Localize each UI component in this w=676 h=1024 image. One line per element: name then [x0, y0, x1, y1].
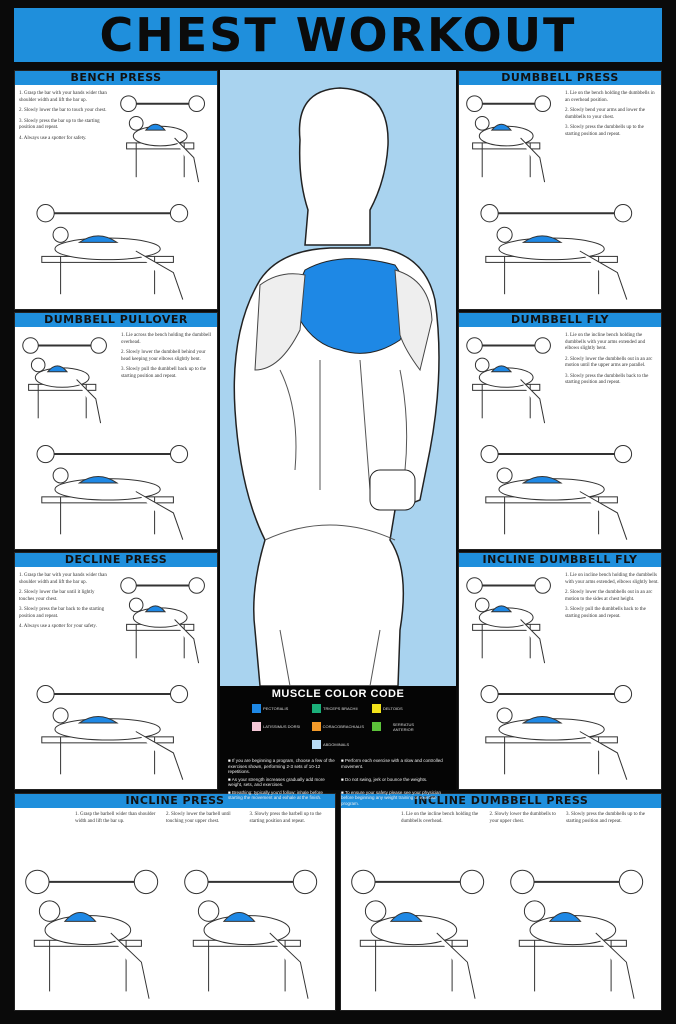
legend-swatches: PECTORALIS TRICEPS BRACHII DELTOIDS LATISSI… — [220, 700, 456, 754]
exercise-step: 1. Lie across the bench holding the dumb… — [121, 333, 211, 345]
legend-item: SERRATUS ANTERIOR — [372, 722, 424, 732]
exercise-panel-decline-press: DECLINE PRESS 1. Grasp the bar with your … — [14, 552, 218, 790]
exercise-illustration — [345, 860, 498, 1010]
exercise-step: 3. Slowly pull the dumbbells back to the… — [565, 607, 646, 619]
exercise-panel-incline-dumbbell-fly: INCLINE DUMBBELL FLY 1. Lie on incline be… — [458, 552, 662, 790]
color-swatch — [312, 704, 321, 713]
exercise-steps: 1. Grasp the barbell wider than shoulder… — [75, 812, 331, 829]
exercise-steps: 1. Lie on the incline bench holding the … — [565, 333, 659, 391]
exercise-steps: 1. Lie on incline bench holding the dumb… — [565, 573, 659, 624]
exercise-step: 3. Slowly press the bar back to the star… — [19, 607, 105, 619]
exercise-step: 2. Slowly lower the bar until it lightly… — [19, 590, 95, 602]
chest-anatomy-illustration — [233, 87, 440, 687]
color-swatch — [312, 740, 321, 749]
exercise-step: 1. Lie on the bench holding the dumbbell… — [565, 91, 655, 103]
exercise-step: 1. Grasp the barbell wider than shoulder… — [75, 812, 156, 824]
training-tip: If you are beginning a program, choose a… — [228, 758, 335, 775]
training-tip: As your strength increases gradually add… — [228, 777, 335, 788]
exercise-title: BENCH PRESS — [15, 71, 217, 85]
exercise-illustration — [463, 571, 559, 673]
legend-label: DELTOIDS — [383, 706, 403, 711]
exercise-illustration — [467, 197, 655, 309]
exercise-illustration — [117, 89, 213, 192]
exercise-illustration — [23, 438, 211, 549]
legend-title: MUSCLE COLOR CODE — [271, 688, 405, 700]
exercise-illustration — [23, 678, 211, 789]
color-swatch — [252, 704, 261, 713]
legend-item: TRICEPS BRACHII — [312, 704, 364, 713]
exercise-title: DUMBBELL FLY — [459, 313, 661, 327]
exercise-step: 3. Slowly pull the dumbbell back up to t… — [121, 367, 207, 379]
legend-label: TRICEPS BRACHII — [323, 706, 358, 711]
exercise-steps: 1. Grasp the bar with your hands wider t… — [19, 573, 111, 635]
exercise-illustration — [504, 860, 657, 1010]
exercise-step: 2. Slowly lower the bar to touch your ch… — [19, 108, 107, 113]
color-swatch — [372, 722, 381, 731]
anatomy-figure-panel — [220, 70, 456, 687]
exercise-step: 2. Slowly lower the dumbbells out in an … — [565, 590, 653, 602]
exercise-step: 2. Slowly lower the barbell until touchi… — [165, 812, 231, 824]
exercise-step: 3. Slowly press the dumbbells up to the … — [565, 125, 644, 137]
exercise-illustration — [178, 860, 331, 1010]
training-tip: Breathing: typically you'd follow: inhal… — [228, 790, 335, 807]
exercise-step: 4. Always use a spotter for your safety. — [19, 624, 97, 629]
exercise-step: 1. Lie on the incline bench holding the … — [401, 812, 479, 824]
exercise-step: 1. Grasp the bar with your hands wider t… — [19, 91, 107, 103]
exercise-illustration — [19, 860, 172, 1010]
exercise-illustration — [23, 197, 211, 309]
training-tip: To ensure your safety please see your ph… — [341, 790, 448, 807]
exercise-illustration — [463, 331, 559, 433]
exercise-step: 2. Slowly lower the dumbbells to your up… — [489, 812, 556, 824]
exercise-illustration — [467, 678, 655, 789]
exercise-step: 2. Slowly bend your arms and lower the d… — [565, 108, 645, 120]
training-tip: Do not swing, jerk or bounce the weights… — [341, 777, 448, 788]
exercise-panel-bench-press: BENCH PRESS 1. Grasp the bar with your ha… — [14, 70, 218, 310]
exercise-step: 3. Slowly press the barbell up to the st… — [249, 812, 322, 824]
legend-item: DELTOIDS — [372, 704, 424, 713]
exercise-title: INCLINE DUMBBELL FLY — [459, 553, 661, 567]
exercise-panel-dumbbell-fly: DUMBBELL FLY 1. Lie on the incline bench … — [458, 312, 662, 550]
exercise-steps: 1. Lie across the bench holding the dumb… — [121, 333, 215, 384]
legend-item: PECTORALIS — [252, 704, 304, 713]
color-swatch — [252, 722, 261, 731]
exercise-panel-dumbbell-pullover: DUMBBELL PULLOVER 1. Lie across the bench… — [14, 312, 218, 550]
legend-label: ABDOMINALS — [323, 742, 350, 747]
exercise-step: 1. Grasp the bar with your hands wider t… — [19, 573, 107, 585]
exercise-illustration — [19, 331, 115, 433]
muscle-color-legend: MUSCLE COLOR CODE PECTORALIS TRICEPS BRAC… — [220, 686, 456, 806]
exercise-step: 3. Slowly press the dumbbells back to th… — [565, 373, 649, 386]
legend-item: LATISSIMUS DORSI — [252, 722, 304, 731]
exercise-illustration — [467, 438, 655, 549]
exercise-step: 3. Slowly press the bar up to the starti… — [19, 118, 100, 131]
exercise-step: 1. Lie on the incline bench holding the … — [565, 333, 646, 351]
exercise-steps: 1. Grasp the bar with your hands wider t… — [19, 91, 111, 146]
training-tips: If you are beginning a program, choose a… — [220, 754, 456, 810]
exercise-title: DUMBBELL PRESS — [459, 71, 661, 85]
exercise-illustration — [117, 571, 213, 673]
exercise-step: 4. Always use a spotter for safety. — [19, 135, 87, 141]
poster-title: CHEST WORKOUT — [14, 8, 662, 62]
color-swatch — [372, 704, 381, 713]
legend-label: LATISSIMUS DORSI — [263, 724, 301, 729]
exercise-step: 1. Lie on incline bench holding the dumb… — [565, 573, 659, 585]
legend-label: PECTORALIS — [263, 706, 289, 711]
exercise-step: 3. Slowly press the dumbbells up to the … — [566, 812, 645, 824]
exercise-illustration — [463, 89, 559, 192]
exercise-title: DECLINE PRESS — [15, 553, 217, 567]
exercise-title: DUMBBELL PULLOVER — [15, 313, 217, 327]
training-tip: Perform each exercise with a slow and co… — [341, 758, 448, 775]
legend-item: CORACOBRACHIALIS — [312, 722, 364, 731]
exercise-step: 2. Slowly lower the dumbbells out in an … — [565, 356, 653, 369]
legend-label: CORACOBRACHIALIS — [322, 724, 364, 729]
exercise-step: 2. Slowly lower the dumbbell behind your… — [121, 350, 206, 362]
exercise-steps: 1. Lie on the incline bench holding the … — [401, 812, 657, 829]
legend-label: SERRATUS ANTERIOR — [392, 721, 415, 732]
color-swatch — [312, 722, 321, 731]
legend-item: ABDOMINALS — [312, 740, 364, 749]
exercise-panel-dumbbell-press: DUMBBELL PRESS 1. Lie on the bench holdin… — [458, 70, 662, 310]
exercise-steps: 1. Lie on the bench holding the dumbbell… — [565, 91, 659, 142]
